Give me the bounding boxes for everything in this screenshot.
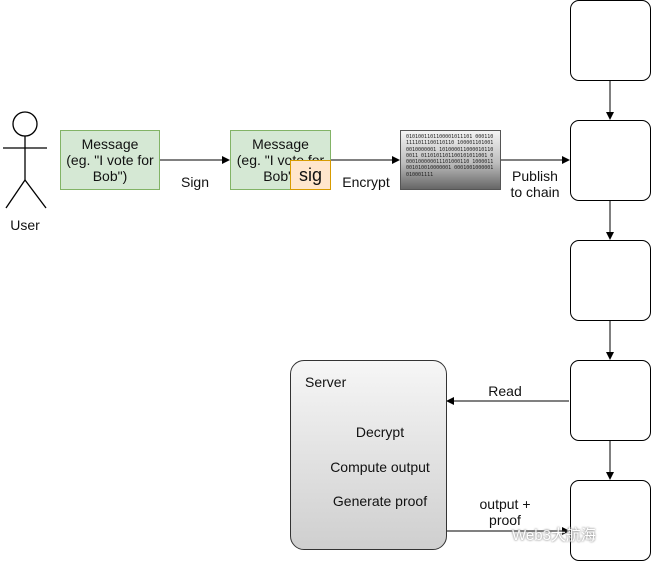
- encrypted-bits: 0101001101100001011101 00011011110111001…: [406, 134, 494, 178]
- server-title: Server: [305, 374, 347, 390]
- step-decrypt: Decrypt: [355, 424, 405, 440]
- chain-block: [570, 480, 651, 561]
- server-box: [290, 360, 447, 550]
- publish-label: Publish to chain: [510, 168, 560, 200]
- read-label: Read: [488, 383, 522, 399]
- message-text: Message (eg. "I vote for Bob"): [66, 136, 154, 184]
- signature-text: sig: [298, 164, 322, 185]
- signature-badge: sig: [290, 160, 331, 190]
- step-generate-proof: Generate proof: [332, 493, 428, 509]
- message-box: Message (eg. "I vote for Bob"): [60, 130, 160, 190]
- sign-label: Sign: [180, 174, 210, 190]
- chain-block: [570, 120, 651, 201]
- step-compute-output: Compute output: [330, 459, 430, 475]
- user-icon: [3, 111, 47, 209]
- encrypted-data-box: 0101001101100001011101 00011011110111001…: [400, 130, 501, 190]
- encrypt-label: Encrypt: [342, 174, 390, 190]
- chain-block: [570, 0, 651, 81]
- user-label: User: [10, 217, 40, 233]
- chain-block: [570, 360, 651, 441]
- chain-block: [570, 240, 651, 321]
- watermark-text: Web3大航海: [512, 527, 596, 544]
- output-proof-label: output + proof: [479, 496, 531, 528]
